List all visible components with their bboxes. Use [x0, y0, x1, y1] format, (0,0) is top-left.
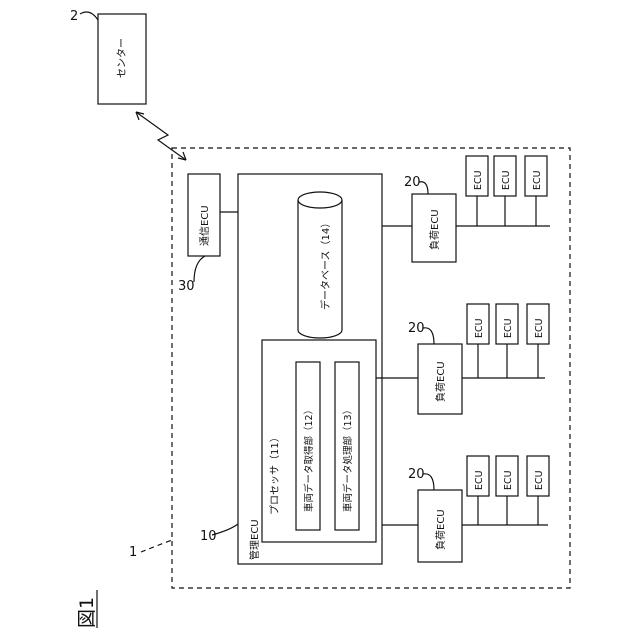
database-body — [298, 200, 342, 338]
system-ref-leader — [141, 540, 172, 552]
processor-label: プロセッサ（11） — [269, 432, 281, 515]
load1-child-ecu-label-2: ECU — [501, 170, 512, 190]
system-ref: 1 — [129, 545, 137, 560]
mgmt-ecu-label: 管理ECU — [248, 519, 261, 560]
load-ecu-label-3: 負荷ECU — [435, 509, 447, 550]
figure-label: 図1 — [76, 597, 98, 628]
vehicle-data-acquisition-label: 車両データ取得部（12） — [303, 405, 315, 512]
load-ecu-ref-2: 20 — [408, 321, 425, 336]
load-ecu-label-2: 負荷ECU — [435, 361, 447, 402]
load-ecu-ref-leader-2 — [423, 328, 434, 344]
load-ecu-ref-3: 20 — [408, 467, 425, 482]
vehicle-data-processing-label: 車両データ処理部（13） — [342, 405, 354, 512]
load2-child-ecu-label-2: ECU — [503, 318, 514, 338]
load3-child-ecu-label-1: ECU — [474, 470, 485, 490]
load1-child-ecu-label-1: ECU — [473, 170, 484, 190]
load-ecu-ref-leader-3 — [423, 474, 434, 490]
load2-child-ecu-label-1: ECU — [474, 318, 485, 338]
database-top — [298, 192, 342, 208]
load2-child-ecu-label-3: ECU — [534, 318, 545, 338]
load3-child-ecu-label-3: ECU — [534, 470, 545, 490]
comm-ecu-ref-leader — [194, 256, 205, 282]
load-ecu-label-1: 負荷ECU — [429, 209, 441, 250]
wireless-link — [136, 112, 186, 160]
center-ref: 2 — [70, 9, 78, 24]
comm-ecu-label: 通信ECU — [199, 205, 211, 246]
center-ref-leader — [80, 12, 98, 20]
comm-ecu-ref: 30 — [178, 279, 195, 294]
load1-child-ecu-label-3: ECU — [532, 170, 543, 190]
load-ecu-ref-1: 20 — [404, 175, 421, 190]
load3-child-ecu-label-2: ECU — [503, 470, 514, 490]
mgmt-ecu-ref: 10 — [200, 529, 217, 544]
center-label: センター — [116, 38, 128, 78]
database-label: データベース（14） — [319, 218, 332, 310]
